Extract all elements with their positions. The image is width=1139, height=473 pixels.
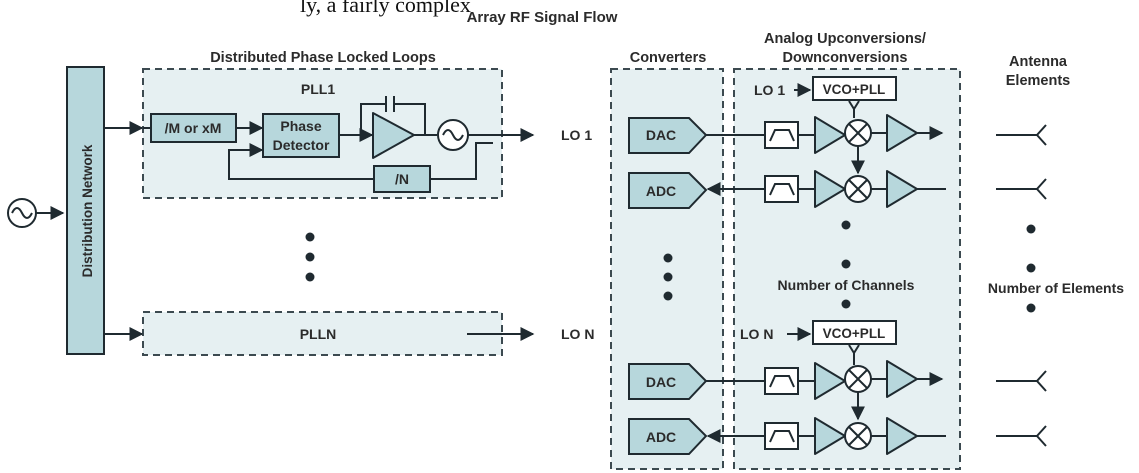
dac-label-2: DAC bbox=[646, 374, 676, 390]
feedback-line-left bbox=[228, 143, 374, 180]
adc-label-2: ADC bbox=[646, 429, 676, 445]
rx1-filter-shape bbox=[769, 183, 795, 196]
analog-heading-line1: Analog Upconversions/ bbox=[764, 31, 926, 47]
antenna-element-2 bbox=[996, 178, 1047, 200]
rx1-amp-icon bbox=[814, 170, 846, 208]
txn-filter-icon bbox=[764, 367, 799, 395]
ellipsis-dot bbox=[841, 220, 851, 230]
vco-pll-block-top bbox=[812, 76, 897, 101]
vco-pll-block-bottom bbox=[812, 320, 897, 345]
antenna-element-1 bbox=[996, 124, 1047, 146]
phase-detector-label-line2: Detector bbox=[273, 137, 330, 153]
phase-detector-block bbox=[262, 113, 340, 158]
txn-pa-icon bbox=[886, 360, 918, 398]
vco-sine-icon bbox=[442, 129, 464, 141]
ellipsis-dot bbox=[1026, 224, 1036, 234]
vco-pll-label-bottom: VCO+PLL bbox=[823, 326, 886, 341]
rx1-filter-icon bbox=[764, 175, 799, 203]
distribution-network-label: Distribution Network bbox=[80, 144, 95, 277]
rx1-lna-icon bbox=[886, 170, 918, 208]
plln-region bbox=[142, 311, 503, 356]
tx1-filter-shape bbox=[769, 129, 795, 142]
cut-off-caption-text: ly, a fairly complex bbox=[300, 0, 471, 17]
rx1-mixer-x bbox=[848, 179, 868, 199]
ellipsis-dot bbox=[305, 252, 315, 262]
m-divider-label: /M or xM bbox=[165, 120, 222, 136]
ellipsis-dot bbox=[1026, 263, 1036, 273]
lo1-label: LO 1 bbox=[561, 127, 592, 143]
rxn-mixer-x bbox=[848, 426, 868, 446]
analog-heading-line2: Downconversions bbox=[783, 50, 908, 66]
ellipsis-dot bbox=[663, 253, 673, 263]
pll-region-heading: Distributed Phase Locked Loops bbox=[210, 50, 436, 66]
adc-block-2 bbox=[628, 418, 708, 455]
number-of-elements-label: Number of Elements bbox=[988, 280, 1124, 296]
antenna-heading-line2: Elements bbox=[1006, 73, 1070, 89]
rxn-lna-icon bbox=[886, 417, 918, 455]
number-of-channels-label: Number of Channels bbox=[778, 277, 915, 293]
dac-block-2 bbox=[628, 363, 708, 400]
lon-vco-label: LO N bbox=[740, 326, 773, 342]
tx1-filter-icon bbox=[764, 121, 799, 149]
ellipsis-dot bbox=[305, 232, 315, 242]
rxn-filter-icon bbox=[764, 422, 799, 450]
tx1-pa-icon bbox=[886, 114, 918, 152]
n-divider-label: /N bbox=[395, 171, 409, 187]
antenna-element-3 bbox=[996, 370, 1047, 392]
ellipsis-dot bbox=[841, 299, 851, 309]
rxn-filter-shape bbox=[769, 430, 795, 443]
txn-filter-shape bbox=[769, 375, 795, 388]
ellipsis-dot bbox=[663, 291, 673, 301]
converters-heading: Converters bbox=[630, 50, 707, 66]
antenna-heading-line1: Antenna bbox=[1009, 54, 1068, 70]
cap-right-wire bbox=[394, 103, 426, 135]
lon-label: LO N bbox=[561, 326, 594, 342]
ellipsis-dot bbox=[841, 259, 851, 269]
adc-block-1 bbox=[628, 172, 708, 209]
antenna-element-4 bbox=[996, 425, 1047, 447]
adc-label-1: ADC bbox=[646, 183, 676, 199]
txn-amp-icon bbox=[814, 362, 846, 400]
rxn-amp-icon bbox=[814, 417, 846, 455]
ellipsis-dot bbox=[663, 272, 673, 282]
tx1-mixer-x bbox=[848, 123, 868, 143]
dac-label-1: DAC bbox=[646, 127, 676, 143]
diagram-title: Array RF Signal Flow bbox=[467, 9, 618, 26]
feedback-line-right bbox=[430, 142, 493, 180]
loop-filter-amplifier-icon bbox=[372, 112, 415, 159]
phase-detector-label-line1: Phase bbox=[280, 118, 321, 134]
lo1-vco-label: LO 1 bbox=[754, 82, 785, 98]
tx1-amp-icon bbox=[814, 116, 846, 154]
sine-wave-icon bbox=[11, 207, 33, 219]
plln-title: PLLN bbox=[300, 326, 337, 342]
ellipsis-dot bbox=[305, 272, 315, 282]
distribution-network-block bbox=[66, 66, 105, 355]
txn-mixer-x bbox=[848, 369, 868, 389]
pll1-title: PLL1 bbox=[301, 81, 335, 97]
dac-block-1 bbox=[628, 117, 708, 154]
ellipsis-dot bbox=[1026, 303, 1036, 313]
cap-left-wire bbox=[360, 103, 386, 135]
vco-pll-label-top: VCO+PLL bbox=[823, 82, 886, 97]
